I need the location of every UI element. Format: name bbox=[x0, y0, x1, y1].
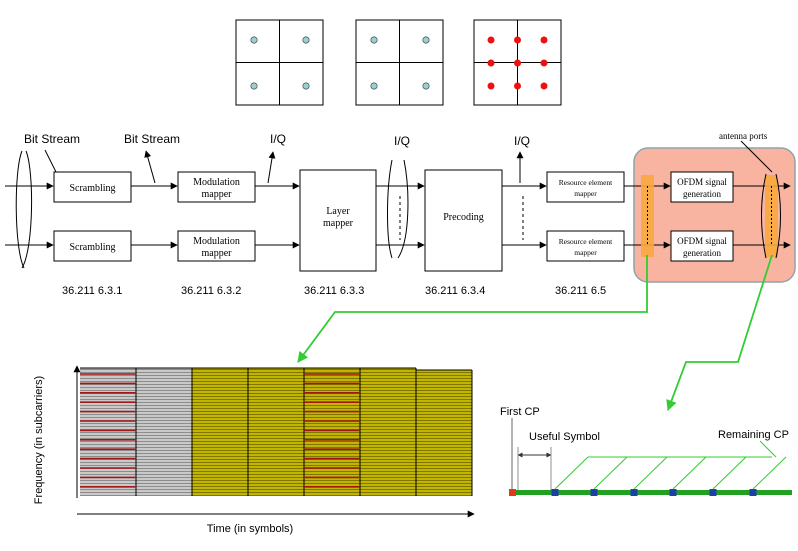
svg-text:Modulation: Modulation bbox=[193, 236, 240, 247]
time-axis-label: Time (in symbols) bbox=[207, 523, 293, 535]
cp-markers bbox=[551, 489, 757, 496]
constellation-8point bbox=[473, 19, 562, 106]
iq-label-2: I/Q bbox=[394, 134, 410, 148]
cp-marker bbox=[630, 489, 638, 496]
re-mapper-block-bottom: Resource element mapper bbox=[546, 230, 625, 262]
iq-label-3: I/Q bbox=[514, 134, 530, 148]
cp-pointer-line bbox=[759, 440, 777, 458]
svg-text:mapper: mapper bbox=[323, 218, 354, 229]
constellation-qpsk-2 bbox=[355, 19, 444, 106]
svg-text:mapper: mapper bbox=[574, 189, 597, 198]
cp-diagram: First CP Useful Symbol Remaining CP bbox=[500, 406, 792, 496]
cp-marker bbox=[669, 489, 677, 496]
modulation-mapper-block-bottom: Modulation mapper bbox=[177, 230, 256, 262]
bit-stream-label-1: Bit Stream bbox=[24, 132, 80, 146]
svg-text:Resource element: Resource element bbox=[559, 237, 613, 246]
spec-ref-65: 36.211 6.5 bbox=[555, 285, 606, 297]
resource-grid bbox=[80, 367, 473, 496]
cp-link-line bbox=[752, 456, 787, 490]
useful-symbol-label: Useful Symbol bbox=[529, 431, 600, 443]
cp-marker bbox=[551, 489, 559, 496]
constellation-qpsk-1 bbox=[235, 19, 324, 106]
input-bracket-1 bbox=[15, 150, 25, 269]
cp-link-line bbox=[633, 456, 668, 490]
svg-text:mapper: mapper bbox=[574, 248, 597, 257]
ofdm-generation-block-top: OFDM signal generation bbox=[670, 171, 734, 203]
input-bracket-2 bbox=[21, 150, 33, 269]
reference-signal-lines-symbol-4 bbox=[304, 373, 360, 488]
iq-label-1: I/Q bbox=[270, 132, 286, 146]
svg-text:mapper: mapper bbox=[202, 189, 233, 200]
svg-text:Scrambling: Scrambling bbox=[69, 242, 115, 253]
ofdm-generation-block-bottom: OFDM signal generation bbox=[670, 230, 734, 262]
svg-text:generation: generation bbox=[683, 248, 721, 258]
scrambling-block-bottom: Scrambling bbox=[53, 230, 132, 262]
svg-text:Modulation: Modulation bbox=[193, 177, 240, 188]
cp-marker bbox=[749, 489, 757, 496]
green-arrow-to-cp bbox=[666, 254, 773, 412]
svg-text:generation: generation bbox=[683, 189, 721, 199]
first-cp-label: First CP bbox=[500, 406, 540, 418]
cp-marker bbox=[590, 489, 598, 496]
re-mapper-block-top: Resource element mapper bbox=[546, 171, 625, 203]
remaining-cp-label: Remaining CP bbox=[718, 429, 789, 441]
scrambling-block-top: Scrambling bbox=[53, 171, 132, 203]
label-pointers bbox=[44, 140, 773, 184]
svg-text:Scrambling: Scrambling bbox=[69, 183, 115, 194]
svg-text:OFDM signal: OFDM signal bbox=[677, 177, 727, 187]
cp-link-line bbox=[672, 456, 707, 490]
svg-text:Precoding: Precoding bbox=[443, 212, 484, 223]
frequency-axis-label: Frequency (in subcarriers) bbox=[33, 376, 45, 504]
spec-ref-631: 36.211 6.3.1 bbox=[62, 285, 122, 297]
spec-ref-634: 36.211 6.3.4 bbox=[425, 285, 485, 297]
cp-timeline-bar bbox=[512, 490, 792, 495]
bit-stream-label-2: Bit Stream bbox=[124, 132, 180, 146]
antenna-ports-label: antenna ports bbox=[719, 131, 768, 141]
cp-marker bbox=[709, 489, 717, 496]
green-arrow-to-grid bbox=[297, 255, 648, 363]
cp-link-line bbox=[712, 456, 747, 490]
precoding-block: Precoding bbox=[424, 169, 503, 272]
svg-text:mapper: mapper bbox=[202, 248, 233, 259]
spec-ref-632: 36.211 6.3.2 bbox=[181, 285, 241, 297]
signal-lines bbox=[5, 159, 791, 259]
layer-mapper-block: Layer mapper bbox=[299, 169, 377, 272]
svg-text:Resource element: Resource element bbox=[559, 178, 613, 187]
svg-text:Layer: Layer bbox=[326, 206, 350, 217]
cp-link-line bbox=[554, 456, 589, 490]
first-cp-marker bbox=[509, 489, 516, 496]
spec-ref-633: 36.211 6.3.3 bbox=[304, 285, 364, 297]
reference-signal-lines-symbol-0 bbox=[80, 373, 136, 488]
cp-link-line bbox=[593, 456, 628, 490]
modulation-mapper-block-top: Modulation mapper bbox=[177, 171, 256, 203]
svg-text:OFDM signal: OFDM signal bbox=[677, 236, 727, 246]
